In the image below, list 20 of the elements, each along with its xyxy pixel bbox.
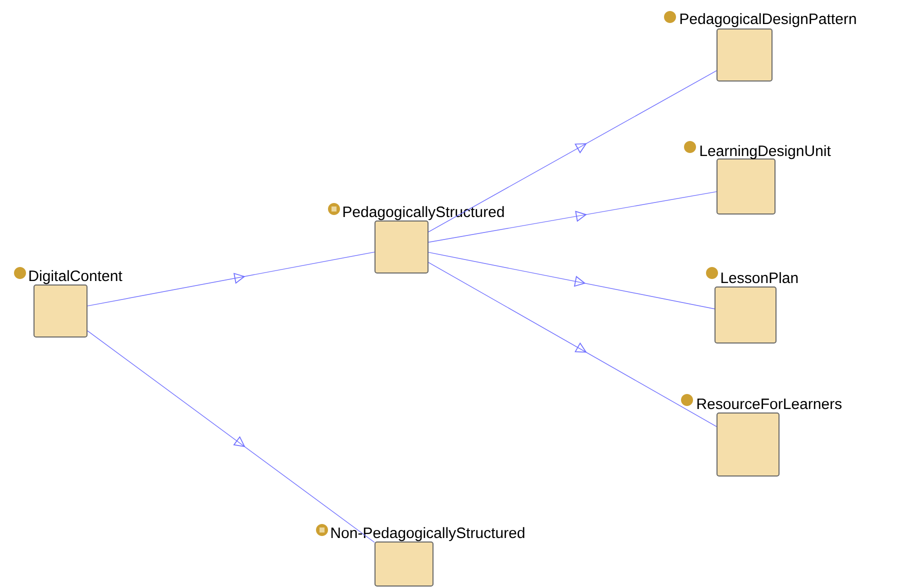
arrow: [428, 191, 717, 243]
arrow: [428, 262, 717, 427]
class-label: LearningDesignUnit: [700, 145, 831, 160]
class-box: [716, 28, 772, 82]
class-label: PedagogicalDesignPattern: [680, 13, 856, 28]
class-label: PedagogicallyStructured: [343, 206, 504, 220]
class-label: Non-PedagogicallyStructured: [331, 527, 524, 542]
class-box: [374, 542, 434, 586]
class-box: [374, 220, 428, 274]
class-box: [716, 158, 776, 214]
class-box: [34, 284, 88, 338]
class-label: ResourceForLearners: [697, 398, 842, 410]
arrow: [87, 252, 375, 306]
arrow: [87, 330, 375, 543]
class-label: DigitalContent: [29, 270, 122, 284]
arrow: [428, 70, 717, 232]
class-box: [714, 286, 776, 344]
class-box: [716, 412, 780, 476]
class-label: LessonPlan: [721, 272, 798, 284]
arrow: [428, 252, 715, 310]
